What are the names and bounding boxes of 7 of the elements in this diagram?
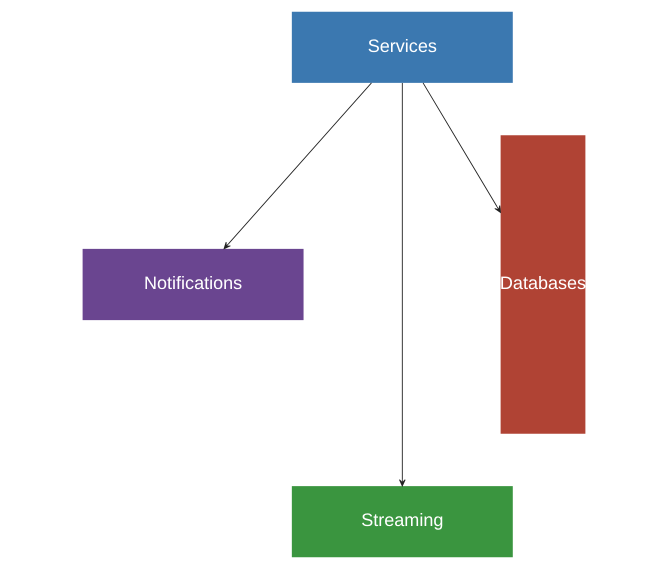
arrow (223, 82, 372, 250)
arrow (422, 82, 500, 213)
arrow (398, 82, 406, 486)
node-box: Streaming (291, 486, 512, 558)
node-box: Databases (500, 135, 585, 434)
node-box: Services (291, 12, 512, 83)
node-box: Notifications (82, 248, 304, 320)
